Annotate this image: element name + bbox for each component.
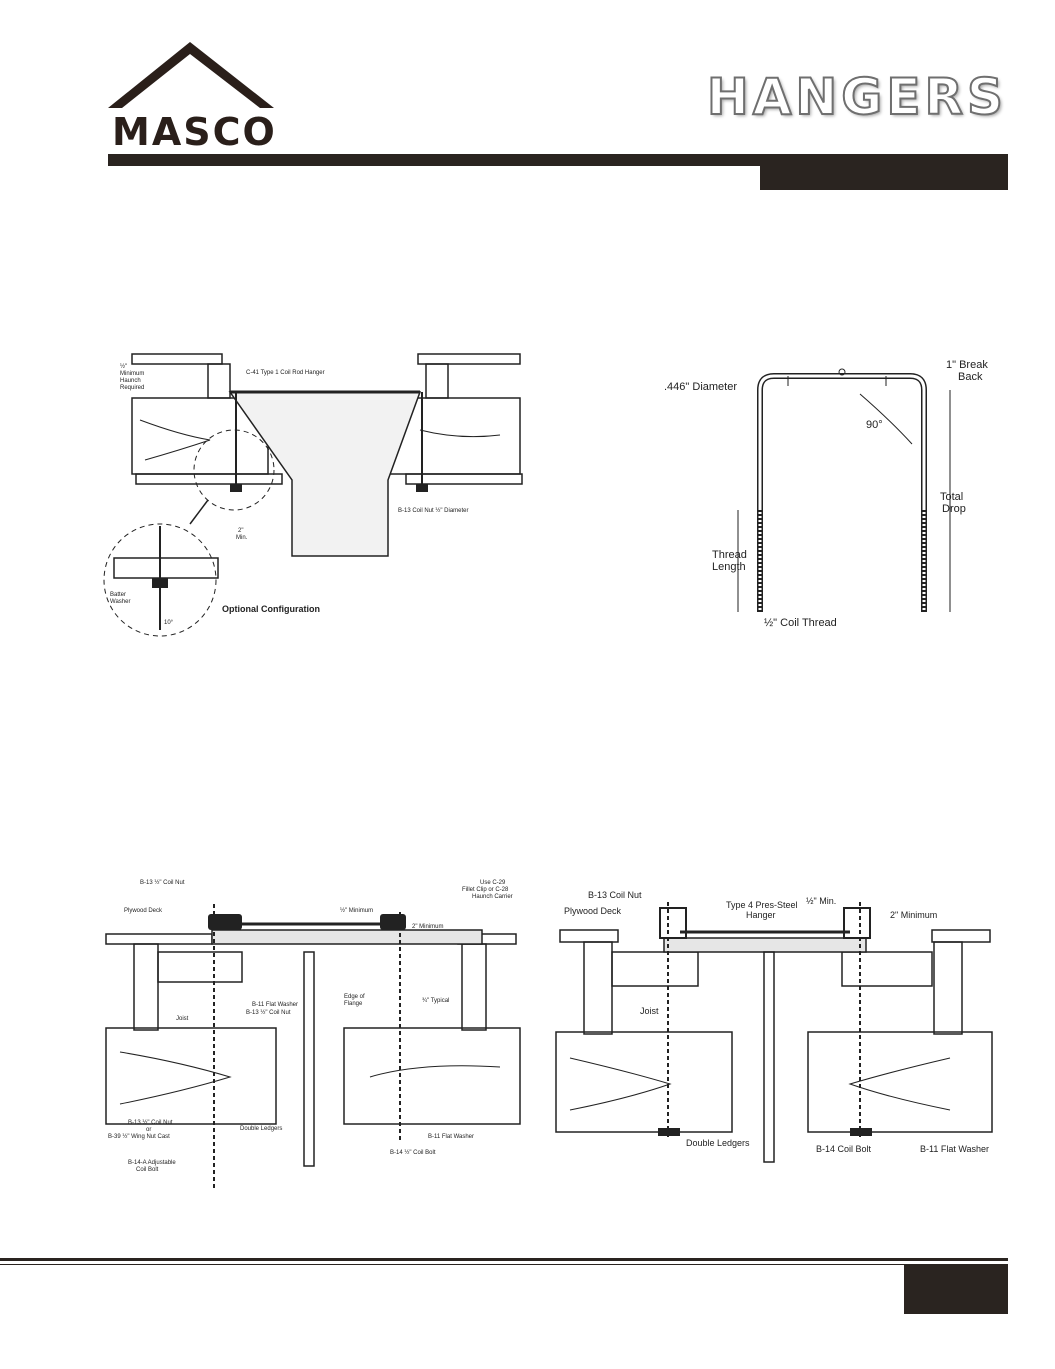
svg-text:Required: Required [120,385,144,391]
svg-text:B-39 ½" Wing Nut Cast: B-39 ½" Wing Nut Cast [108,1133,170,1140]
double-ledgers-label: Double Ledgers [240,1126,282,1132]
min-half-label: ½" Min. [806,896,836,906]
diagram-coil-rod-hanger: ½" Minimum Haunch Required C-41 Type 1 C… [103,353,523,637]
edge-label: Edge of [344,994,365,1000]
svg-text:Drop: Drop [942,503,966,515]
joist-label: Joist [176,1016,189,1022]
coil-nut-label-2: B-13 ½" Coil Nut [246,1009,291,1016]
footer-tab [904,1264,1008,1314]
optional-config-label: Optional Configuration [222,604,320,614]
svg-text:or: or [146,1127,151,1133]
svg-text:Coil Bolt: Coil Bolt [136,1167,159,1173]
coil-bolt-label: B-14 ½" Coil Bolt [390,1149,436,1156]
angle-label: 10° [164,620,174,626]
svg-text:Minimum: Minimum [120,371,144,377]
roof-icon [108,42,274,108]
svg-text:Length: Length [712,561,746,573]
coil-thread-label: ½" Coil Thread [764,617,837,629]
min-two-label: 2" Minimum [890,910,937,920]
svg-text:Washer: Washer [110,599,130,605]
coil-nut-label: B-13 Coil Nut ½" Diameter [398,507,469,514]
typical-label: ¾" Typical [422,998,449,1004]
footer-rule [0,1258,1008,1261]
footer-rule-thin [0,1264,1008,1265]
min-label: 2" [238,528,243,534]
plywood-label: Plywood Deck [124,908,163,914]
coil-bolt-label: B-14 Coil Bolt [816,1144,872,1154]
svg-text:Flange: Flange [344,1001,363,1007]
svg-text:Fillet Clip or C-28: Fillet Clip or C-28 [462,887,509,893]
hanger-label: C-41 Type 1 Coil Rod Hanger [246,370,325,376]
thread-length-label: Thread [712,549,747,561]
flat-washer-label-2: B-11 Flat Washer [428,1134,474,1140]
svg-text:Haunch Carrier: Haunch Carrier [472,894,513,900]
brand-name: MASCO [112,110,277,154]
header-tab [760,154,1008,190]
haunch-label: ½" Minimum Haunch Required [120,363,144,391]
diagram-hanger-dimensions: 1" Break Back .446" Diameter 90° Total D… [664,359,988,629]
svg-text:Hanger: Hanger [746,910,776,920]
page-title: HANGERS [706,67,1007,127]
angle-label: 90° [866,419,883,431]
svg-text:Back: Back [958,371,983,383]
min-two-label: 2" Minimum [412,924,443,930]
diagram-deck-hanger-left: B-13 ½" Coil Nut Plywood Deck ½" Minimum… [105,879,521,1188]
break-back-label: 1" Break [946,359,988,371]
coil-nut-label: B-13 Coil Nut [588,890,642,900]
masco-logo: MASCO [108,40,278,154]
washer-label: Batter [110,592,126,598]
diameter-label: .446" Diameter [664,381,737,393]
joist-label: Joist [640,1006,659,1016]
clip-label: Use C-29 [480,880,506,886]
svg-text:Min.: Min. [236,535,248,541]
min-half-label: ½" Minimum [340,907,373,914]
plywood-label: Plywood Deck [564,906,622,916]
coil-nut-label: B-13 ½" Coil Nut [140,879,185,886]
svg-text:Haunch: Haunch [120,378,141,384]
flat-washer-label: B-11 Flat Washer [252,1002,298,1008]
diagram-pres-steel-hanger: B-13 Coil Nut Plywood Deck Type 4 Pres-S… [555,890,993,1163]
type4-hanger-label: Type 4 Pres-Steel [726,900,798,910]
svg-text:½": ½" [120,363,127,370]
nut-or-label: B-13 ½" Coil Nut [128,1119,173,1126]
flat-washer-label: B-11 Flat Washer [920,1144,989,1154]
adjustable-bolt-label: B-14-A Adjustable [128,1160,176,1166]
total-drop-label: Total [940,491,963,503]
double-ledgers-label: Double Ledgers [686,1138,750,1148]
